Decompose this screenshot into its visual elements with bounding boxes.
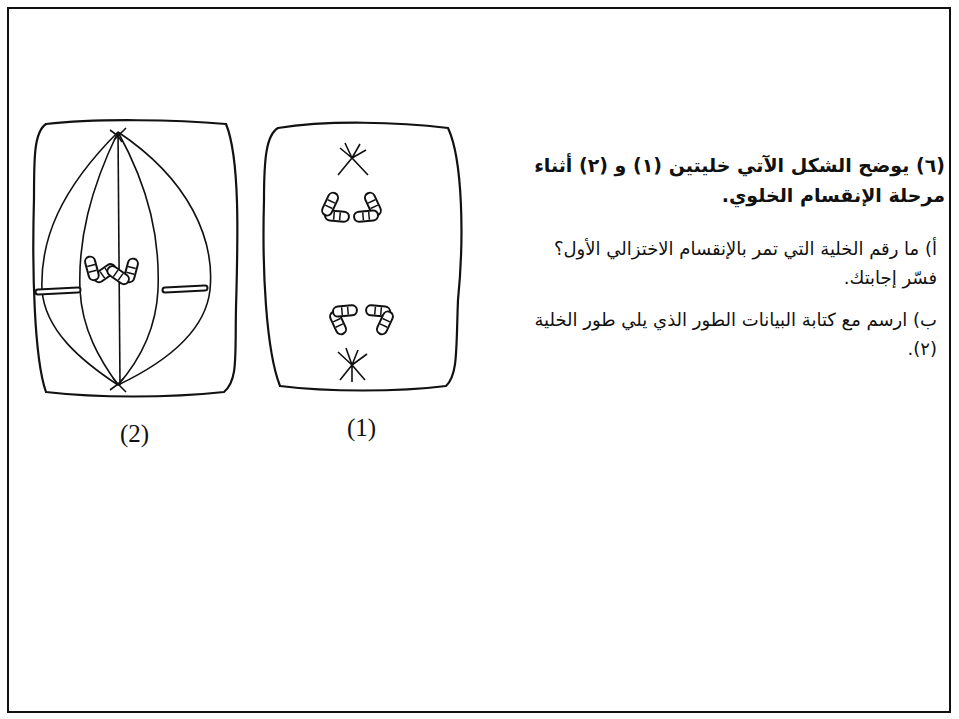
- page-frame: [8, 8, 950, 712]
- cell-number: (2): [120, 420, 149, 448]
- question-part: ب) ارسم مع كتابة البيانات الطور الذي يلي…: [517, 306, 937, 364]
- question-part: أ) ما رقم الخلية التي تمر بالإنقسام الاخ…: [517, 235, 937, 293]
- cell-membrane: [258, 120, 466, 392]
- cell-number: (1): [347, 414, 376, 442]
- spindle-fibres: [42, 128, 211, 392]
- cell-outline: [264, 123, 462, 391]
- cell-membrane: [28, 118, 242, 398]
- cell: (1): [258, 120, 466, 392]
- cell: (2): [28, 118, 242, 398]
- chromosomes: [38, 253, 205, 292]
- chromosomes: [314, 188, 402, 338]
- cell-outline: [33, 120, 237, 396]
- question-heading: (٦) يوضح الشكل الآتي خليتين (١) و (٢) أث…: [515, 150, 945, 211]
- aster: [338, 143, 368, 382]
